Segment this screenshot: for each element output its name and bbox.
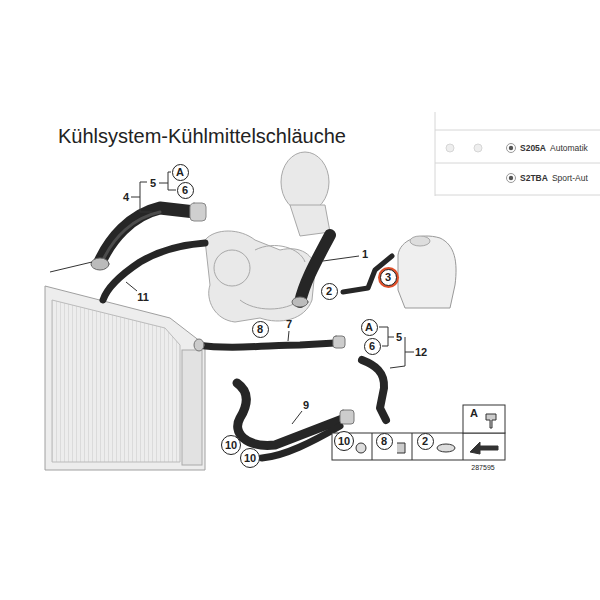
callout-number: 6 bbox=[369, 341, 375, 352]
hose-12 bbox=[362, 360, 386, 420]
hose-connector bbox=[292, 297, 308, 307]
radio-dot bbox=[509, 146, 513, 150]
option-text: S2TBA bbox=[520, 174, 548, 183]
radio-dot bbox=[509, 176, 513, 180]
hose-9-branch bbox=[262, 426, 340, 458]
callout-number: 4 bbox=[123, 192, 129, 203]
radio-icon bbox=[507, 174, 516, 183]
callout-circle: 10 bbox=[221, 435, 241, 455]
hose-7 bbox=[198, 343, 335, 347]
diagram-title: Kühlsystem-Kühlmittelschläuche bbox=[58, 126, 346, 146]
diagram-number: 287595 bbox=[471, 464, 494, 471]
callout-circle: 10 bbox=[240, 448, 260, 468]
callout-number: 8 bbox=[381, 436, 387, 447]
callout-circle: A bbox=[172, 164, 189, 181]
callout-number: 1 bbox=[362, 249, 368, 260]
callout-number: 2 bbox=[422, 436, 428, 447]
option-text: Sport-Aut bbox=[552, 174, 588, 183]
leader-line bbox=[292, 411, 302, 424]
arrow-icon bbox=[470, 442, 498, 454]
panel-line bbox=[435, 130, 600, 131]
turbo-housing bbox=[214, 250, 250, 286]
hose-11 bbox=[103, 243, 205, 300]
callout-number: 5 bbox=[150, 178, 156, 189]
radiator-tank bbox=[182, 350, 202, 465]
turbocharger bbox=[205, 231, 315, 322]
callout-circle: 2 bbox=[417, 433, 434, 450]
callout-circle: 6 bbox=[177, 182, 194, 199]
options-panel bbox=[435, 112, 600, 196]
expansion-tank bbox=[398, 236, 456, 308]
option-text: S205A bbox=[520, 144, 546, 153]
callout-circle: 3 bbox=[380, 269, 397, 286]
callout-number: A bbox=[365, 322, 373, 333]
radiator-core bbox=[52, 300, 180, 462]
panel-line bbox=[435, 195, 600, 196]
callout-number: 10 bbox=[225, 440, 237, 451]
leader-lines bbox=[50, 172, 414, 424]
callout-circle: A bbox=[361, 319, 378, 336]
thermostat-neck bbox=[290, 205, 330, 236]
leader-line bbox=[288, 331, 289, 341]
clip-icon bbox=[397, 443, 405, 453]
callout-number: 8 bbox=[257, 324, 263, 335]
hose-connector bbox=[190, 203, 206, 221]
option-text: Automatik bbox=[550, 144, 588, 153]
callout-number: 7 bbox=[286, 319, 292, 330]
hose-4 bbox=[100, 208, 195, 262]
radiator-body bbox=[45, 286, 205, 470]
callout-circle: 8 bbox=[376, 433, 393, 450]
callout-circle: 2 bbox=[321, 283, 338, 300]
leader-line bbox=[323, 256, 359, 261]
parts-key bbox=[332, 405, 505, 460]
radio-icon bbox=[446, 144, 454, 152]
screw-icon bbox=[486, 414, 496, 428]
bracket bbox=[131, 182, 152, 212]
thermostat bbox=[281, 152, 329, 212]
callout-number: A bbox=[176, 167, 184, 178]
key-box bbox=[332, 433, 505, 460]
hoses bbox=[91, 203, 392, 458]
callout-number: 6 bbox=[182, 185, 188, 196]
callout-number: 9 bbox=[303, 400, 309, 411]
key-divider bbox=[372, 433, 463, 460]
ring-icon bbox=[437, 444, 455, 452]
hose-connector bbox=[194, 339, 204, 351]
key-box bbox=[463, 405, 505, 433]
callout-number: 12 bbox=[415, 347, 427, 358]
hose-connector bbox=[340, 410, 354, 424]
callout-circle: 10 bbox=[334, 431, 354, 451]
radiator bbox=[45, 286, 205, 470]
callout-number: 10 bbox=[338, 436, 350, 447]
panel-line bbox=[435, 112, 436, 196]
callout-number: 3 bbox=[385, 272, 391, 283]
callout-number: 11 bbox=[137, 292, 149, 303]
callout-number: A bbox=[470, 408, 478, 419]
radio-icon bbox=[474, 144, 482, 152]
bracket bbox=[379, 327, 394, 346]
tank-cap bbox=[410, 236, 430, 246]
callout-number: 5 bbox=[396, 332, 402, 343]
callout-number: 10 bbox=[244, 453, 256, 464]
hose-connector bbox=[91, 258, 109, 270]
radio-icon bbox=[507, 144, 516, 153]
callout-number: 2 bbox=[326, 286, 332, 297]
leader-line bbox=[50, 262, 92, 272]
hose-connector bbox=[333, 336, 345, 348]
callout-circle: 6 bbox=[364, 338, 381, 355]
engine-parts bbox=[205, 152, 456, 322]
leader-line bbox=[126, 282, 137, 291]
panel-line bbox=[435, 163, 600, 164]
clamp-icon bbox=[356, 443, 366, 453]
callout-circle: 8 bbox=[252, 321, 269, 338]
hose-highlight bbox=[104, 212, 160, 258]
